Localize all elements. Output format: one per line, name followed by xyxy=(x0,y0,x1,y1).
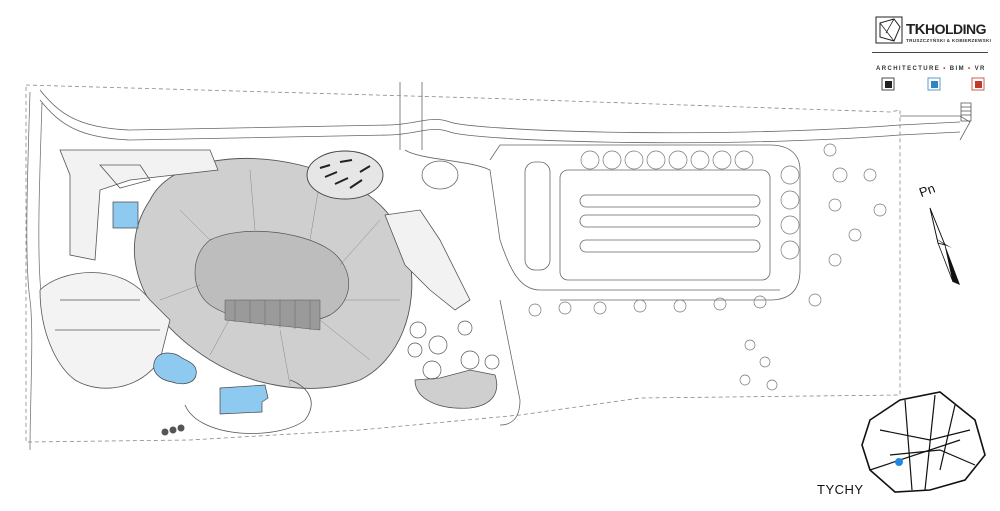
logo-icon-row xyxy=(881,77,985,91)
pool-lower xyxy=(219,384,269,415)
logo-subtitle: TRUSZCZYŃSKI & KOBIERZEWSKI xyxy=(906,38,992,43)
dark-trees xyxy=(161,424,185,436)
logo-tagline: ARCHITECTURE • BIM • VR xyxy=(876,66,986,72)
pool-curved xyxy=(153,352,197,385)
left-road xyxy=(26,91,43,451)
city-label: TYCHY xyxy=(817,482,864,497)
west-wing xyxy=(59,149,219,261)
pool-small xyxy=(112,201,139,229)
north-arrow xyxy=(929,207,960,285)
tagline-architecture: ARCHITECTURE xyxy=(876,66,941,72)
access-roads xyxy=(404,144,801,426)
east-trees-field xyxy=(739,143,887,391)
logo-name-rest: HOLDING xyxy=(925,21,987,37)
site-boundary xyxy=(25,84,901,443)
east-trees xyxy=(407,320,500,380)
parking-trees xyxy=(528,150,800,317)
logo-name-prefix: TK xyxy=(906,21,926,38)
top-road xyxy=(39,82,971,150)
garden-curve xyxy=(184,379,312,434)
location-marker xyxy=(895,458,903,466)
vr-cube-icon xyxy=(971,77,985,91)
location-map xyxy=(861,391,986,493)
south-west-wing xyxy=(39,272,171,389)
architecture-cube-icon xyxy=(881,77,895,91)
bim-cube-icon xyxy=(927,77,941,91)
tagline-vr: VR xyxy=(974,66,986,72)
tagline-bim: BIM xyxy=(949,66,965,72)
stadium-building xyxy=(133,157,413,389)
logo-divider xyxy=(872,52,988,53)
dome-building xyxy=(306,150,384,200)
tk-cube-icon xyxy=(875,16,903,44)
east-annex xyxy=(384,209,498,409)
company-logo: TKHOLDING TRUSZCZYŃSKI & KOBIERZEWSKI AR… xyxy=(872,12,992,92)
parking-lot xyxy=(524,161,771,281)
logo-name: TKHOLDING xyxy=(906,21,987,38)
stair-marker xyxy=(960,102,972,122)
